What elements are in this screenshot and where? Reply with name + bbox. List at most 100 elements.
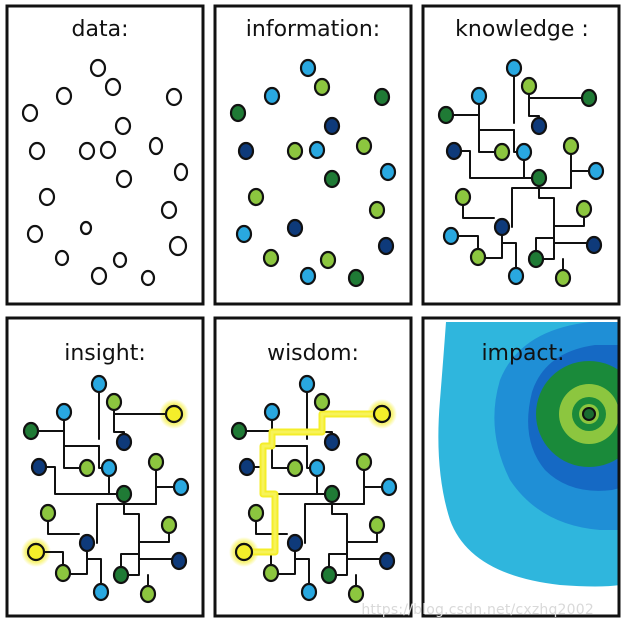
insight-connector-line bbox=[38, 430, 100, 447]
knowledge-node-circle bbox=[493, 217, 511, 237]
insight-node-circle bbox=[115, 484, 133, 504]
information-node-circle bbox=[263, 86, 281, 106]
wisdom-connector-line bbox=[363, 486, 383, 505]
information-node-circle bbox=[229, 103, 247, 123]
information-node-circle bbox=[368, 200, 386, 220]
knowledge-connector-line bbox=[535, 237, 555, 252]
insight-highlight-node bbox=[164, 404, 184, 424]
insight-connector-line bbox=[138, 532, 170, 543]
insight-node-circle bbox=[160, 515, 178, 535]
knowledge-connector-line bbox=[462, 204, 495, 219]
data-node-circle bbox=[115, 169, 133, 189]
wisdom-node-circle bbox=[368, 515, 386, 535]
wisdom-connector-line bbox=[277, 550, 296, 575]
insight-node-circle bbox=[78, 533, 96, 553]
knowledge-node-circle bbox=[562, 136, 580, 156]
impact-rings bbox=[438, 322, 620, 587]
information-node-circle bbox=[323, 169, 341, 189]
panel-frame-insight bbox=[5, 316, 205, 618]
knowledge-node-circle bbox=[575, 199, 593, 219]
data-node-circle bbox=[89, 58, 107, 78]
panel-title-information: information: bbox=[246, 17, 380, 42]
insight-node-circle bbox=[92, 582, 110, 602]
insight-connector-line bbox=[120, 553, 140, 568]
wisdom-node-circle bbox=[380, 477, 398, 497]
panel-frame-wisdom bbox=[213, 316, 413, 618]
watermark: https://blog.csdn.net/cxzhq2002 bbox=[361, 602, 594, 618]
information-node-circle bbox=[262, 248, 280, 268]
data-node-circle bbox=[114, 116, 132, 136]
wisdom-node-circle bbox=[230, 421, 248, 441]
data-node-circle bbox=[104, 77, 122, 97]
information-node-circle bbox=[313, 77, 331, 97]
panel-frame-impact-overlay bbox=[421, 316, 621, 618]
knowledge-connector-line bbox=[511, 153, 572, 228]
wisdom-node-circle bbox=[298, 374, 316, 394]
highlight-glows bbox=[21, 399, 397, 567]
data-node-circle bbox=[21, 103, 39, 123]
insight-connector-line bbox=[63, 445, 81, 469]
data-node-circle bbox=[79, 220, 93, 236]
data-node-circle bbox=[78, 141, 96, 161]
information-node-circle bbox=[286, 141, 304, 161]
data-node-circle bbox=[26, 224, 44, 244]
panel-title-impact: impact: bbox=[481, 341, 564, 366]
panel-title-insight: insight: bbox=[64, 341, 146, 366]
insight-node-circle bbox=[39, 503, 57, 523]
wisdom-node-circle bbox=[323, 432, 341, 452]
wisdom-highlight-path bbox=[240, 410, 386, 556]
insight-node-circle bbox=[115, 432, 133, 452]
wisdom-node-circle bbox=[355, 452, 373, 472]
knowledge-node-circle bbox=[470, 86, 488, 106]
insight-node-circle bbox=[100, 458, 118, 478]
wisdom-node-circle bbox=[320, 565, 338, 585]
wisdom-node-circle bbox=[378, 551, 396, 571]
insight-connector-line bbox=[127, 558, 140, 576]
insight-node-circle bbox=[170, 551, 188, 571]
panel-title-knowledge: knowledge : bbox=[455, 17, 589, 42]
wisdom-connector-line bbox=[346, 532, 378, 543]
insight-connector-line bbox=[46, 466, 125, 495]
data-node-circle bbox=[99, 140, 117, 160]
knowledge-node-circle bbox=[507, 266, 525, 286]
wisdom-highlight-node bbox=[372, 404, 392, 424]
information-node-circle bbox=[286, 218, 304, 238]
wisdom-highlight-path-core bbox=[242, 412, 384, 554]
wisdom-node-circle bbox=[308, 458, 326, 478]
knowledge-node-circle bbox=[442, 226, 460, 246]
insight-node-circle bbox=[55, 402, 73, 422]
wisdom-node-circle bbox=[286, 533, 304, 553]
insight-connector-line bbox=[47, 520, 80, 535]
knowledge-connector-line bbox=[461, 150, 540, 179]
wisdom-node-circle bbox=[247, 503, 265, 523]
wisdom-connector-line bbox=[271, 445, 289, 469]
knowledge-node-circle bbox=[505, 58, 523, 78]
panel-frame-knowledge bbox=[421, 4, 621, 306]
wisdom-connector-line bbox=[328, 553, 348, 568]
insight-node-circle bbox=[90, 374, 108, 394]
insight-node-circle bbox=[105, 392, 123, 412]
knowledge-node-circle bbox=[530, 116, 548, 136]
panel-title-data: data: bbox=[72, 17, 129, 42]
insight-connector-line bbox=[123, 501, 180, 560]
insight-node-circle bbox=[139, 584, 157, 604]
wisdom-connector-line bbox=[331, 501, 388, 560]
knowledge-node-circle bbox=[454, 187, 472, 207]
panel-frames bbox=[5, 4, 621, 618]
wisdom-node-circle bbox=[238, 457, 256, 477]
node-circles bbox=[21, 58, 605, 604]
information-node-circle bbox=[308, 140, 326, 160]
impact-center-node bbox=[582, 407, 596, 421]
information-node-circle bbox=[237, 141, 255, 161]
knowledge-connector-line bbox=[453, 114, 515, 131]
insight-node-circle bbox=[112, 565, 130, 585]
data-node-circle bbox=[165, 87, 183, 107]
insight-node-circle bbox=[78, 458, 96, 478]
knowledge-connector-line bbox=[542, 242, 555, 260]
data-node-circle bbox=[38, 187, 56, 207]
wisdom-connector-line bbox=[294, 558, 310, 585]
knowledge-connector-line bbox=[484, 234, 503, 259]
knowledge-node-circle bbox=[515, 142, 533, 162]
data-node-circle bbox=[148, 136, 164, 156]
